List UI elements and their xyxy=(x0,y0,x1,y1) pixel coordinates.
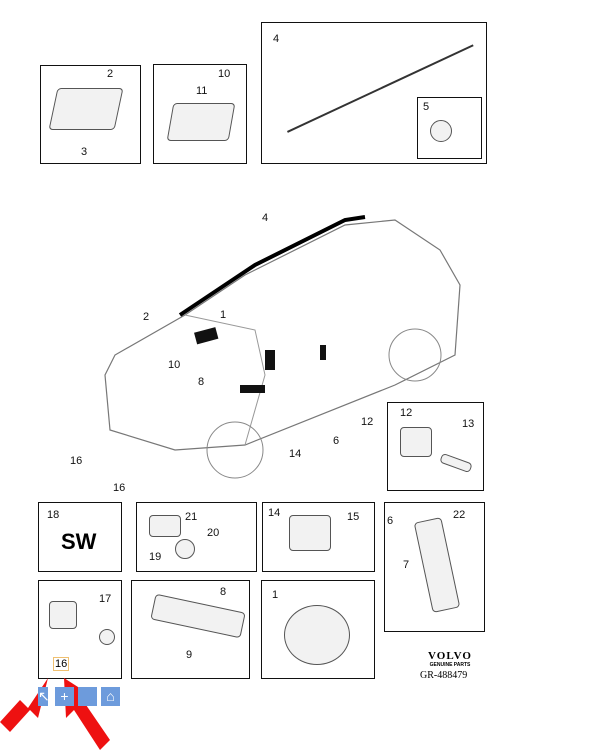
callout: 2 xyxy=(107,68,114,80)
callout: 8 xyxy=(198,376,205,388)
callout: 1 xyxy=(272,589,279,601)
sensor-drawing xyxy=(400,427,432,457)
callout: 12 xyxy=(361,416,374,428)
part-box-sensor-3: 17 16 xyxy=(38,580,122,679)
part-box-knee-airbag: 8 9 xyxy=(131,580,250,679)
car-diagram xyxy=(104,215,461,479)
callout: 4 xyxy=(262,212,269,224)
part-box-bracket: 21 20 19 xyxy=(136,502,257,572)
callout: 1 xyxy=(220,309,227,321)
diagram-code: GR-488479 xyxy=(420,670,468,681)
callout: 4 xyxy=(273,33,280,45)
callout: 14 xyxy=(289,448,302,460)
volvo-logo: VOLVO GENUINE PARTS xyxy=(420,650,480,668)
callout: 21 xyxy=(185,511,198,523)
home-icon[interactable]: ⌂ xyxy=(101,687,120,706)
part-box-sensor: 12 13 xyxy=(387,402,484,491)
knee-airbag-drawing xyxy=(150,593,246,639)
callout: 20 xyxy=(207,527,220,539)
callout: 10 xyxy=(168,359,181,371)
callout: 13 xyxy=(462,418,475,430)
bolt-drawing xyxy=(439,452,473,474)
part-box-steering-airbag: 1 xyxy=(261,580,375,679)
callout: 2 xyxy=(143,311,150,323)
callout: 18 xyxy=(47,509,60,521)
callout: 19 xyxy=(149,551,162,563)
callout: 16 xyxy=(113,482,126,494)
bracket-drawing xyxy=(149,515,181,537)
callout: 9 xyxy=(186,649,193,661)
callout: 16 xyxy=(70,455,83,467)
bolt-drawing xyxy=(99,629,115,645)
clip-drawing xyxy=(175,539,195,559)
part-box-side-airbag: 6 22 7 xyxy=(384,502,485,632)
callout: 15 xyxy=(347,511,360,523)
callout: 5 xyxy=(423,101,430,113)
highlighted-callout[interactable]: 16 xyxy=(53,657,70,671)
callout: 6 xyxy=(333,435,340,447)
blank-button[interactable] xyxy=(78,687,97,706)
callout: 6 xyxy=(387,515,394,527)
bolt-drawing xyxy=(430,120,452,142)
callout: 17 xyxy=(99,593,112,605)
sensor-drawing xyxy=(49,601,77,629)
part-box-passenger-airbag: 2 3 xyxy=(40,65,141,164)
arrow-right xyxy=(64,678,110,750)
part-box-sensor-2: 14 15 xyxy=(262,502,375,572)
callout: 7 xyxy=(403,559,410,571)
sensor-drawing xyxy=(289,515,331,551)
part-box-curtain-airbag: 4 5 xyxy=(261,22,487,164)
cursor-icon[interactable]: ↖ xyxy=(38,687,50,706)
callout: 8 xyxy=(220,586,227,598)
part-box-bolt: 5 xyxy=(417,97,482,159)
red-arrows xyxy=(0,678,110,750)
brand-name: VOLVO xyxy=(428,650,472,662)
part-box-software: 18 SW xyxy=(38,502,122,572)
callout: 3 xyxy=(81,146,88,158)
arrow-left xyxy=(0,678,48,732)
software-label: SW xyxy=(61,529,97,554)
callout: 11 xyxy=(196,85,208,97)
steering-airbag-drawing xyxy=(284,605,350,665)
plus-icon[interactable]: + xyxy=(55,687,74,706)
module-drawing xyxy=(166,103,236,141)
part-box-module: 11 10 xyxy=(153,64,247,164)
callout: 12 xyxy=(400,407,413,419)
callout: 22 xyxy=(453,509,466,521)
callout: 14 xyxy=(268,507,281,519)
airbag-module-drawing xyxy=(48,88,124,130)
callout: 10 xyxy=(218,68,231,80)
brand-sub: GENUINE PARTS xyxy=(429,662,471,668)
side-airbag-drawing xyxy=(413,517,461,613)
